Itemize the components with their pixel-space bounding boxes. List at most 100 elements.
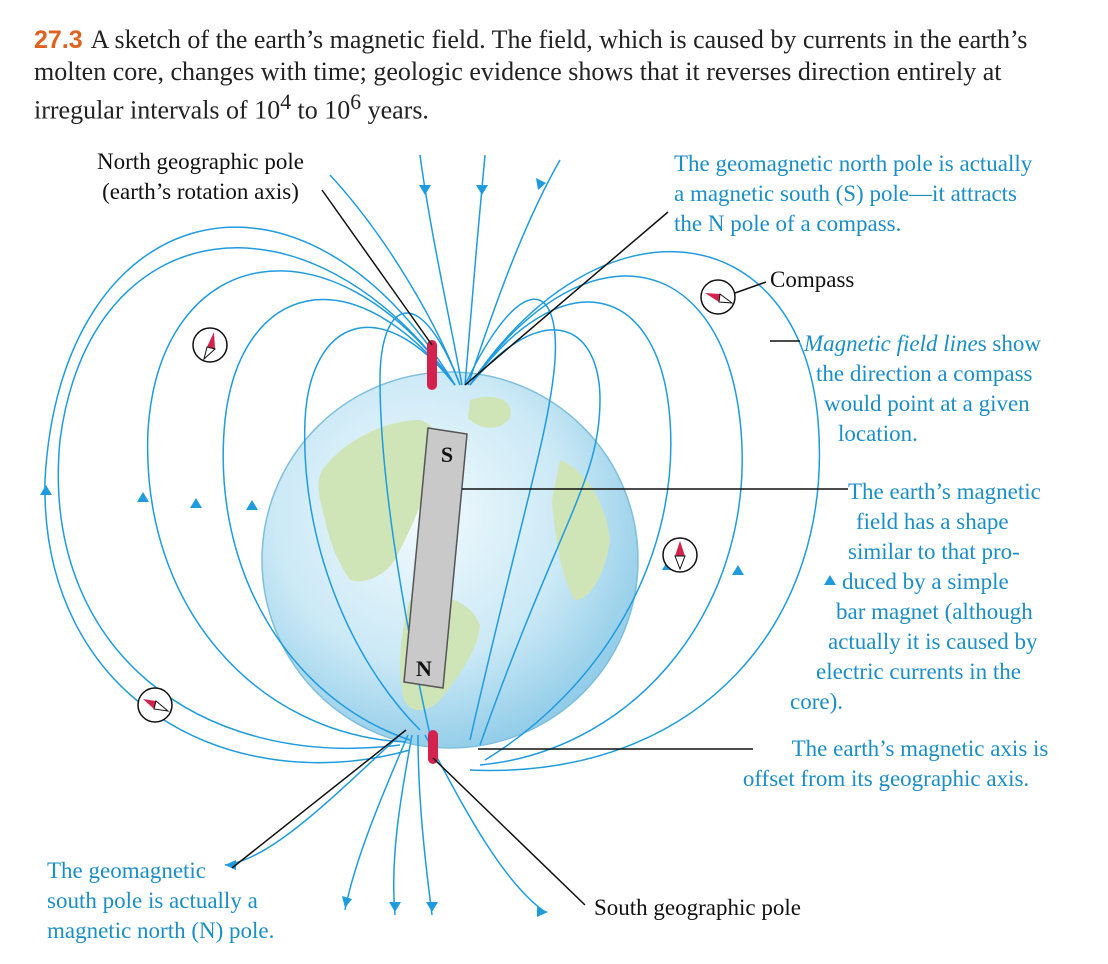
arrow-up	[40, 485, 52, 495]
arrow-down	[536, 178, 546, 190]
figure-number: 27.3	[34, 26, 83, 54]
geomagnetic-south-pole-label: The geomagnetic south pole is actually a…	[47, 856, 337, 946]
magnet-s-label: S	[441, 442, 453, 467]
leader-geomagnetic-north	[464, 211, 669, 386]
magnet-n-label: N	[416, 656, 432, 681]
arrow-down	[342, 896, 352, 908]
field-line	[417, 734, 433, 916]
geomag-south-line-2: south pole is actually a	[47, 888, 258, 913]
field-lines-italic: Magnetic field line	[804, 331, 978, 356]
field-line	[44, 226, 456, 764]
axis-offset-label: The earth’s magnetic axis is offset from…	[686, 734, 1086, 794]
field-arrows	[40, 178, 836, 917]
compass	[700, 279, 736, 315]
bar-magnet-body	[403, 427, 468, 689]
leader-compass	[734, 281, 767, 294]
field-line	[419, 154, 463, 386]
compass-needle-north	[675, 541, 685, 556]
compass	[662, 537, 698, 573]
magnetic-shape-label: The earth’s magnetic field has a shape s…	[790, 477, 1090, 717]
geomag-south-line-1: The geomagnetic	[47, 858, 207, 883]
shape-line-8: core).	[790, 689, 843, 714]
compass-needle-south	[153, 700, 170, 712]
arrow-up	[190, 498, 202, 508]
field-line	[469, 329, 601, 746]
leader-lines	[231, 189, 848, 906]
leader-geomagnetic-south	[231, 729, 407, 869]
arrow-down	[419, 185, 431, 195]
south-geographic-pole-label: South geographic pole	[594, 895, 801, 920]
axis-offset-line-2: offset from its geographic axis.	[742, 766, 1030, 791]
north-geo-line-1: North geographic pole	[97, 149, 304, 174]
field-line	[469, 250, 821, 772]
land-europe-africa	[552, 460, 610, 600]
field-lines-line-4: location.	[838, 421, 918, 446]
field-line	[379, 312, 461, 736]
compass-needle-south	[674, 555, 686, 571]
geomag-north-line-3: the N pole of a compass.	[674, 211, 902, 236]
compass	[137, 687, 173, 723]
shape-line-3: similar to that pro-	[848, 539, 1020, 564]
arrow-right	[537, 907, 548, 917]
field-lines-label: Magnetic field lines show the direction …	[804, 329, 1084, 449]
field-lines-right	[464, 250, 821, 772]
caption-exponent-1: 4	[280, 90, 292, 114]
axis-offset-line-1: The earth’s magnetic axis is	[791, 736, 1049, 761]
field-line	[329, 174, 461, 386]
field-line	[424, 734, 546, 913]
field-lines-line-2: the direction a compass	[816, 361, 1033, 386]
compass-needle-north	[143, 699, 156, 709]
field-lines-line-3: would point at a given	[824, 391, 1030, 416]
field-line	[392, 734, 413, 916]
shape-line-1: The earth’s magnetic	[848, 479, 1041, 504]
field-line	[344, 734, 409, 911]
field-lines-left	[44, 226, 461, 764]
field-line	[467, 159, 561, 386]
arrow-down	[426, 902, 438, 912]
arrow-up	[137, 492, 149, 502]
arrow-up	[732, 565, 744, 575]
arrow-down	[476, 185, 488, 195]
shape-line-2: field has a shape	[856, 509, 1009, 534]
leader-south-geographic	[432, 757, 586, 906]
arrow-up	[246, 500, 258, 510]
arrow-up	[824, 575, 836, 585]
field-lines-top	[329, 154, 561, 386]
arrow-down	[389, 902, 401, 912]
geomagnetic-north-pole-label: The geomagnetic north pole is actually a…	[674, 149, 1094, 239]
north-geographic-pole-marker	[427, 340, 437, 390]
field-line	[146, 270, 456, 743]
caption-text-2: to 10	[291, 95, 351, 125]
land-greenland	[468, 396, 511, 428]
field-line	[57, 247, 456, 749]
caption-text-3: years.	[361, 95, 429, 125]
field-lines-bottom	[224, 734, 546, 916]
geomag-north-line-1: The geomagnetic north pole is actually	[674, 151, 1033, 176]
pole-markers	[427, 340, 438, 764]
shape-line-7: electric currents in the	[816, 659, 1021, 684]
caption-text-1: A sketch of the earth’s magnetic field. …	[34, 25, 1028, 125]
shape-line-4: duced by a simple	[842, 569, 1009, 594]
field-line	[303, 326, 456, 731]
land-north-america	[318, 420, 437, 582]
shape-line-5: bar magnet (although	[836, 599, 1033, 624]
compass-needle-north	[207, 332, 215, 349]
compass-needle-south	[718, 293, 734, 304]
field-line	[464, 154, 486, 386]
geomag-north-line-2: a magnetic south (S) pole—it attracts	[674, 181, 1017, 206]
caption-exponent-2: 6	[350, 90, 362, 114]
shape-line-6: actually it is caused by	[828, 629, 1038, 654]
geomag-south-line-3: magnetic north (N) pole.	[47, 918, 275, 943]
north-geo-line-2: (earth’s rotation axis)	[102, 179, 299, 204]
field-line	[224, 734, 401, 866]
compass-needle-south	[203, 346, 217, 361]
south-geographic-pole-marker	[428, 730, 438, 764]
field-line	[464, 298, 557, 741]
field-lines-rest: s show	[977, 331, 1041, 356]
compass-needle-north	[705, 293, 720, 302]
bar-magnet: S N	[403, 427, 468, 689]
north-geographic-pole-label: North geographic pole (earth’s rotation …	[78, 147, 323, 207]
